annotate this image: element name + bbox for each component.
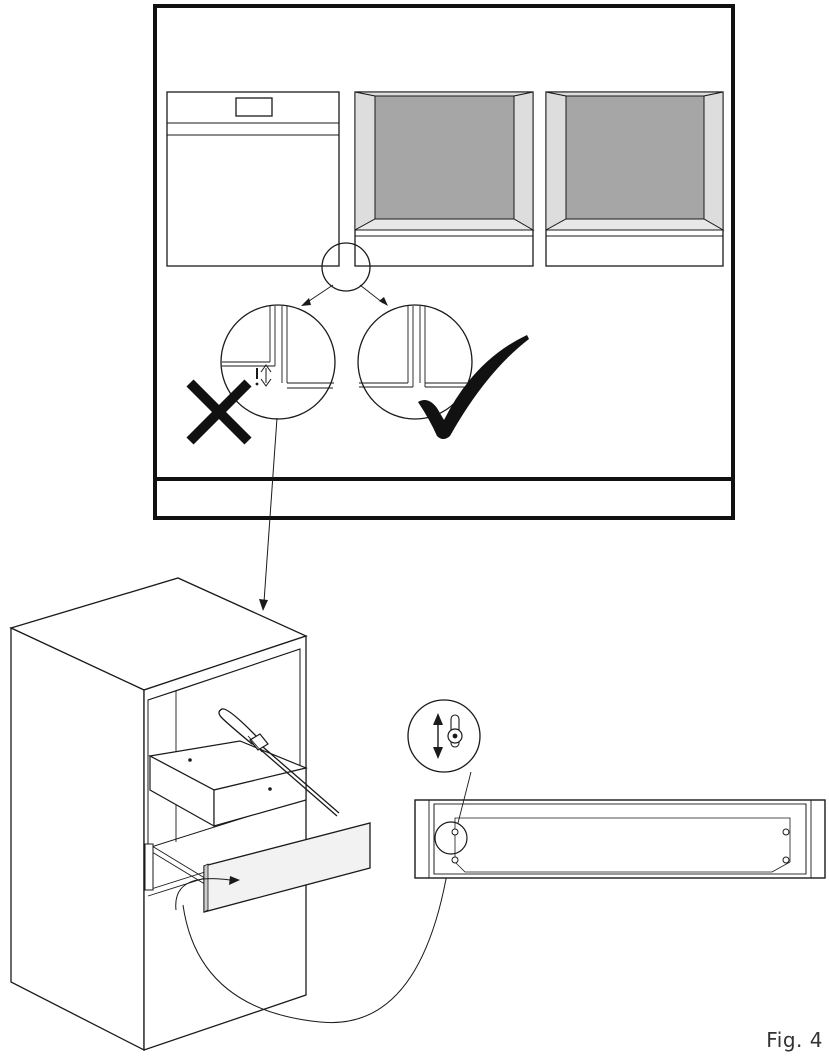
- alignment-panel: [153, 4, 735, 520]
- screwdriver-icon: [218, 708, 340, 817]
- pointer-arrow-to-cabinet: [259, 417, 278, 611]
- cabinet: [9, 577, 308, 1052]
- aligned-detail: [357, 304, 473, 420]
- right-appliance: [545, 91, 725, 267]
- check-mark-icon: [418, 335, 529, 439]
- oven-unit: [166, 91, 340, 267]
- figure-caption: Fig. 4: [766, 1028, 823, 1052]
- middle-appliance: [354, 91, 535, 267]
- adjust-arrows-icon: [433, 713, 443, 759]
- seam-zoom-circle: [321, 242, 371, 292]
- warming-drawer: [144, 740, 371, 913]
- detail-arrows: [301, 284, 388, 306]
- panel-screws: [451, 828, 790, 864]
- drawer-front-panel: [414, 771, 826, 879]
- misaligned-detail: [220, 304, 336, 420]
- screw-zoom-circle: [434, 821, 468, 855]
- screw-adjustment-detail: [407, 699, 481, 773]
- drawer-motion-arrow: [175, 876, 240, 911]
- cross-mark-icon: [186, 379, 252, 445]
